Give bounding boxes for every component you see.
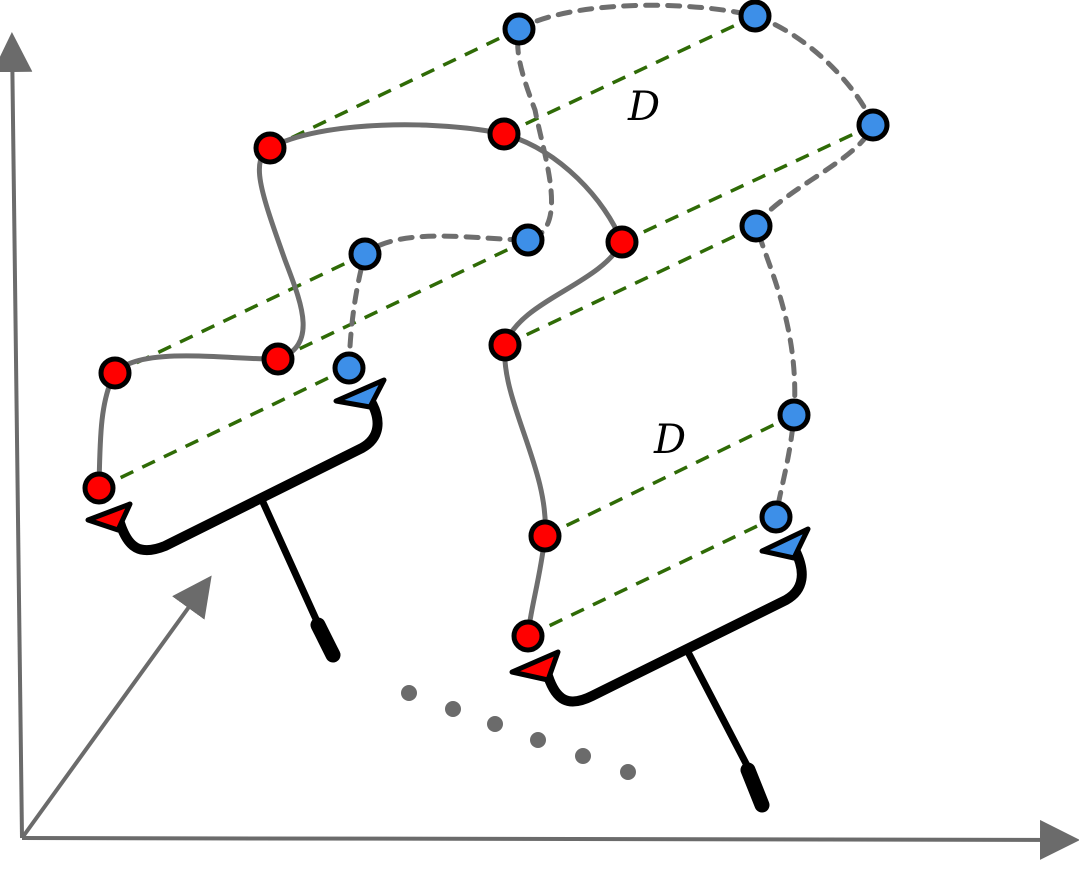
trail-dot: [575, 748, 591, 764]
red-keypoint: [605, 225, 639, 259]
offset-links-group: [98, 14, 874, 638]
red-keypoint: [488, 328, 522, 362]
gripper-bar: [115, 395, 383, 556]
trail-dot: [445, 701, 461, 717]
blue-keypoint: [759, 500, 793, 534]
axes-group: [0, 32, 1079, 860]
blue-keypoint: [738, 0, 772, 33]
gripper-group: [85, 377, 811, 813]
blue-keypoint: [856, 108, 890, 142]
red-keypoint: [98, 356, 132, 390]
blue-keypoint: [332, 351, 366, 385]
gripper-bar: [543, 545, 807, 707]
red-fingertip-icon: [85, 501, 133, 533]
offset-link: [269, 27, 520, 150]
z-axis-arrow: [20, 575, 212, 840]
gripper-left: [85, 377, 387, 663]
blue-keypoint: [348, 237, 382, 271]
trail-dot: [530, 732, 546, 748]
gripper-stem: [684, 648, 756, 779]
x-axis-arrow: [21, 819, 1079, 860]
red-nodes-group: [82, 117, 639, 653]
trail-dot: [401, 685, 417, 701]
offset-curve-dashed: [346, 2, 876, 520]
trail-dot: [620, 764, 636, 780]
demonstration-curve-solid: [96, 122, 625, 639]
red-keypoint: [82, 471, 116, 505]
trail-dots-group: [401, 685, 636, 780]
offset-link: [114, 252, 366, 375]
gripper-stem: [258, 496, 324, 632]
offset-label-lower: D: [653, 417, 686, 463]
blue-fingertip-icon: [759, 526, 811, 561]
blue-keypoint: [777, 398, 811, 432]
trail-dot: [487, 716, 503, 732]
gripper-handle: [740, 762, 770, 813]
red-keypoint: [528, 519, 562, 553]
red-keypoint: [261, 342, 295, 376]
offset-label-upper: D: [627, 84, 660, 130]
gripper-right: [509, 526, 811, 813]
red-keypoint: [253, 131, 287, 165]
blue-fingertip-icon: [333, 377, 387, 410]
blue-keypoint: [739, 209, 773, 243]
blue-keypoint: [502, 12, 536, 46]
red-fingertip-icon: [509, 649, 561, 683]
blue-nodes-group: [332, 0, 890, 534]
offset-link: [527, 515, 777, 638]
y-axis-arrow: [0, 32, 33, 839]
red-keypoint: [487, 117, 521, 151]
gripper-handle: [310, 617, 341, 663]
blue-keypoint: [511, 223, 545, 257]
red-keypoint: [511, 619, 545, 653]
